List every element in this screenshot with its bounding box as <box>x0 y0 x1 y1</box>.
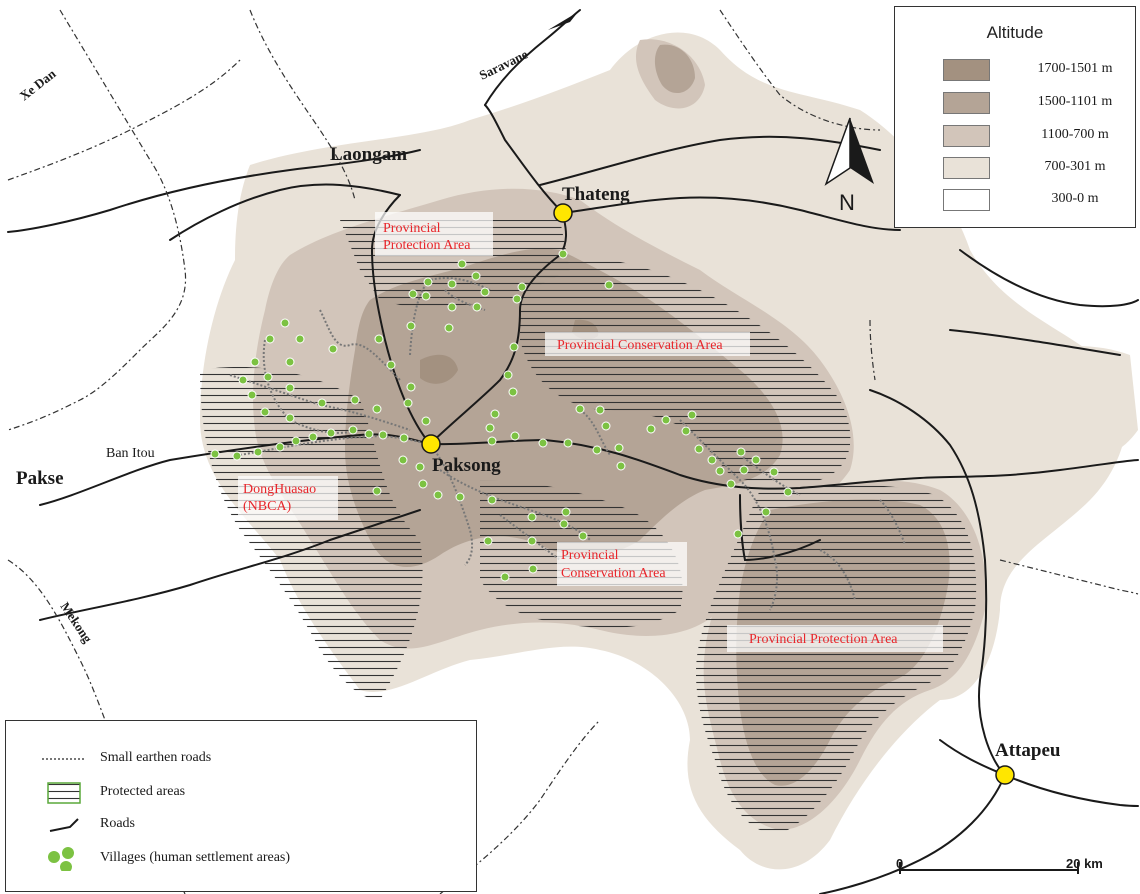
label-provincial-protection-north-line2: Protection Area <box>383 238 471 253</box>
altitude-legend: Altitude 1700-1501 m 1500-1101 m 1100-70… <box>894 6 1136 228</box>
altitude-row: 1700-1501 m <box>943 59 1133 81</box>
place-pakse: Pakse <box>16 468 64 489</box>
place-attapeu: Attapeu <box>995 740 1061 761</box>
label-provincial-conservation-south-line2: Conservation Area <box>561 566 666 581</box>
label-donghuasao-line1: DongHuasao <box>243 482 316 497</box>
place-thateng: Thateng <box>562 184 630 205</box>
altitude-swatch <box>943 92 990 114</box>
label-provincial-conservation-north: Provincial Conservation Area <box>557 338 723 353</box>
altitude-label: 700-301 m <box>1044 159 1106 174</box>
roads <box>7 9 1139 894</box>
altitude-label: 1700-1501 m <box>1037 61 1113 76</box>
altitude-label: 1100-700 m <box>1041 127 1109 142</box>
altitude-legend-title: Altitude <box>986 23 1044 42</box>
towns <box>421 203 1015 785</box>
altitude-swatch <box>943 157 990 179</box>
north-label: N <box>839 190 855 215</box>
altitude-swatch <box>943 59 990 81</box>
altitude-label: 300-0 m <box>1051 191 1099 206</box>
zone-label-boxes <box>238 212 943 652</box>
altitude-row: 1500-1101 m <box>943 92 1133 114</box>
town-thateng-marker[interactable] <box>553 203 573 223</box>
place-ban-itou: Ban Itou <box>106 446 155 461</box>
altitude-row: 300-0 m <box>943 189 1133 211</box>
hatched-area-icon <box>47 782 81 804</box>
scale-start-label: 0 <box>896 856 903 871</box>
label-donghuasao-line2: (NBCA) <box>243 499 292 514</box>
saravane-arrow-icon <box>548 12 578 30</box>
altitude-row: 1100-700 m <box>943 125 1133 147</box>
label-provincial-protection-north-line1: Provincial <box>383 221 441 236</box>
legend-row: Villages (human settlement areas) <box>40 847 470 871</box>
legend-row: Roads <box>40 813 470 837</box>
legend-row: Small earthen roads <box>40 747 470 771</box>
legend-label: Roads <box>100 816 135 831</box>
boundaries <box>7 9 1139 894</box>
label-provincial-protection-south: Provincial Protection Area <box>749 632 898 647</box>
scale-bar: 0 20 km <box>896 856 1103 874</box>
place-paksong: Paksong <box>432 455 501 476</box>
legend-row: Protected areas <box>40 781 470 805</box>
legend-label: Protected areas <box>100 784 186 799</box>
village-dots-icon <box>48 847 74 871</box>
legend-label: Small earthen roads <box>100 750 212 765</box>
label-xe-dan: Xe Dan <box>17 66 60 104</box>
scale-end-label: 20 km <box>1066 856 1103 871</box>
altitude-swatch <box>943 189 990 211</box>
altitude-swatch <box>943 125 990 147</box>
map-legend: Small earthen roads Protected areas Road… <box>5 720 477 892</box>
dotted-road-icon <box>42 758 86 760</box>
north-arrow-icon: N <box>824 117 874 215</box>
label-mekong: Mekong <box>58 599 96 646</box>
label-provincial-conservation-south-line1: Provincial <box>561 548 619 563</box>
place-laongam: Laongam <box>330 144 407 165</box>
altitude-row: 700-301 m <box>943 157 1133 179</box>
legend-label: Villages (human settlement areas) <box>100 850 291 865</box>
altitude-label: 1500-1101 m <box>1037 94 1113 109</box>
road-line-icon <box>49 818 79 832</box>
label-saravane: Saravane <box>477 46 531 82</box>
town-paksong-marker[interactable] <box>421 434 441 454</box>
town-attapeu-marker[interactable] <box>995 765 1015 785</box>
villages <box>210 249 793 582</box>
